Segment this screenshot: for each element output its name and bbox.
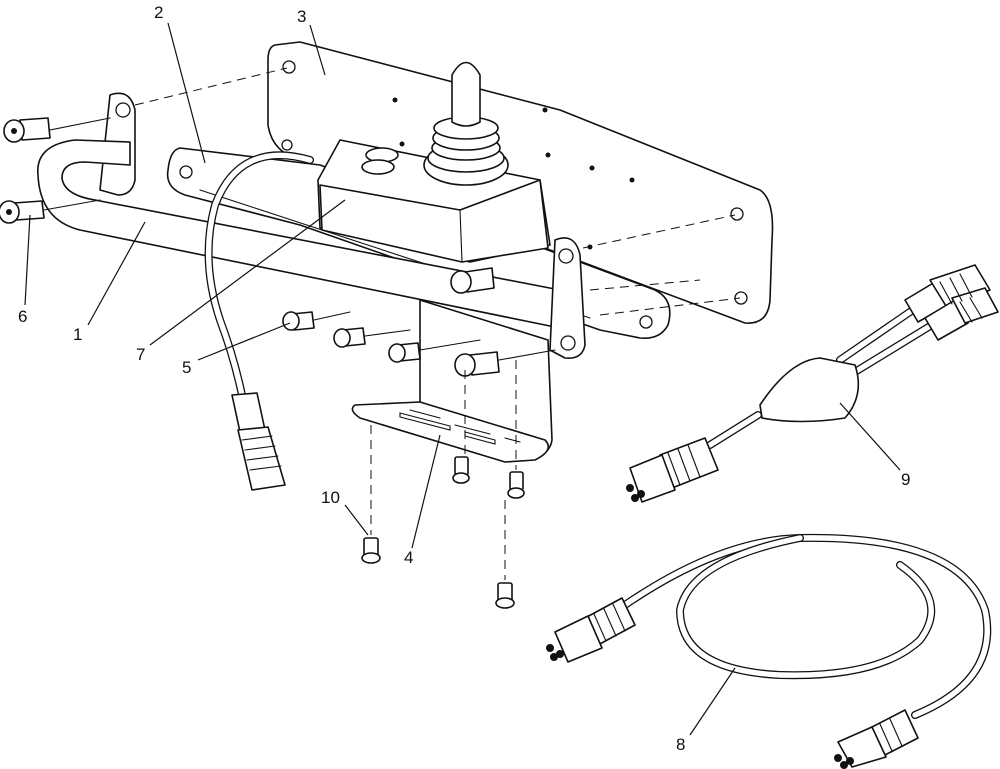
callout-7: 7 xyxy=(136,345,145,364)
callout-labels: 1 2 3 4 5 6 7 8 9 10 xyxy=(18,3,910,754)
tubular-frame-part-1 xyxy=(37,92,586,360)
leader-lines xyxy=(24,22,901,736)
callout-9: 9 xyxy=(901,470,910,489)
callout-4: 4 xyxy=(404,548,413,567)
l-bracket-part-4 xyxy=(351,299,553,463)
callout-6: 6 xyxy=(18,307,27,326)
extension-cable-part-8 xyxy=(546,533,992,769)
callout-1: 1 xyxy=(73,325,82,344)
joystick-pigtail-cable xyxy=(204,151,314,491)
callout-3: 3 xyxy=(297,7,306,26)
callout-8: 8 xyxy=(676,735,685,754)
cap-screws-part-10 xyxy=(361,456,525,609)
y-splitter-cable-part-9 xyxy=(626,264,999,503)
callout-10: 10 xyxy=(321,488,340,507)
joystick-module-part-7 xyxy=(317,61,551,263)
screws-part-5 xyxy=(282,267,500,377)
callout-5: 5 xyxy=(182,358,191,377)
screws-part-6 xyxy=(0,117,51,224)
assembly-lines xyxy=(43,67,741,580)
callout-2: 2 xyxy=(154,3,163,22)
